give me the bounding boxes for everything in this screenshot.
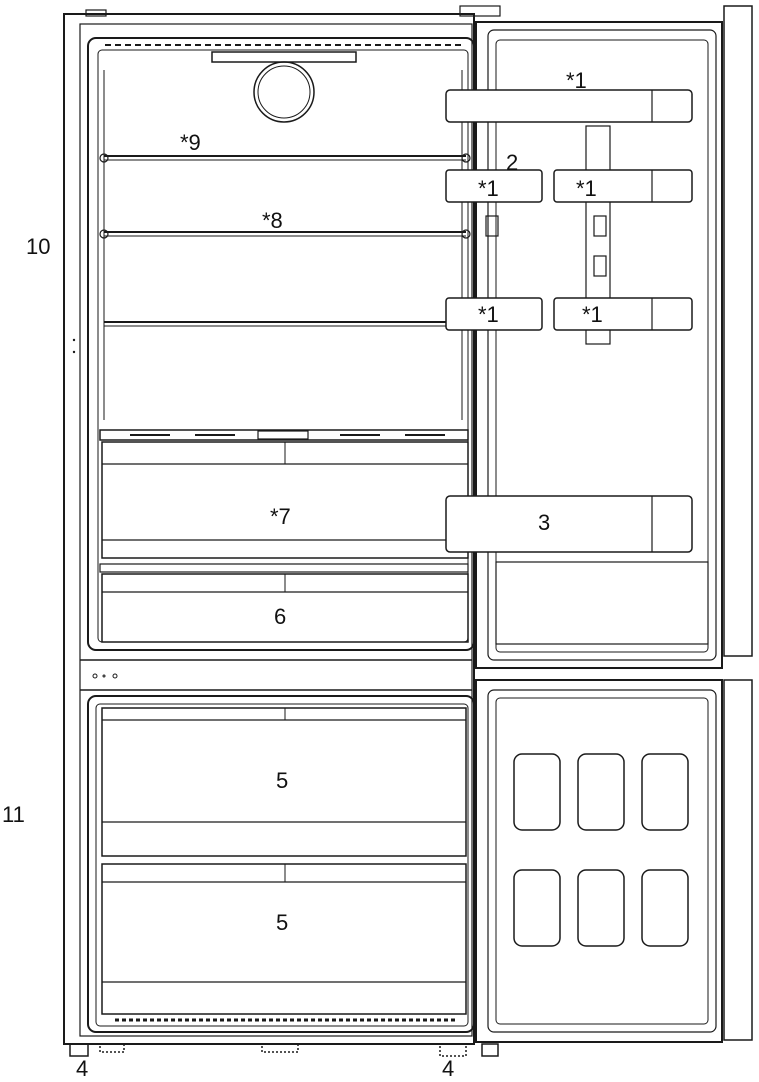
- ice-pocket: [577, 869, 625, 947]
- door-shelf-mid-right: [553, 169, 693, 203]
- label-door-shelf-mid-right: *1: [576, 176, 597, 201]
- freezer-drawer-upper: [101, 707, 467, 857]
- label-door-shelf-low-left: *1: [478, 302, 499, 327]
- label-freezer-drawer-lower: 5: [276, 910, 288, 935]
- door-shelf-low-left: [445, 297, 543, 331]
- glass-shelf-low: [104, 321, 466, 327]
- ice-pocket: [577, 753, 625, 831]
- ice-pocket-grid: [513, 753, 689, 947]
- door-clip: [593, 255, 607, 277]
- label-crisper-drawer: 6: [274, 604, 286, 629]
- door-shelf-low-right: [553, 297, 693, 331]
- label-fridge-compartment: 10: [26, 234, 50, 259]
- label-egg-tray: 2: [506, 150, 518, 175]
- ice-pocket: [513, 869, 561, 947]
- ice-pocket: [641, 869, 689, 947]
- fridge-compartment: [87, 37, 475, 651]
- bottle-shelf: [445, 495, 693, 553]
- freezer-compartment: [87, 695, 475, 1033]
- fridge-door-panel: [475, 21, 723, 669]
- cabinet-outline: [63, 13, 475, 1045]
- feet: [69, 1043, 499, 1057]
- door-top-hinge: [459, 5, 501, 17]
- label-door-shelf-low-right: *1: [582, 302, 603, 327]
- cabinet-body: [63, 9, 475, 1045]
- ice-pocket: [513, 753, 561, 831]
- freezer-drawer-lower: [101, 863, 467, 1015]
- label-freezer-compartment: 11: [2, 802, 25, 827]
- freezer-liner-outer: [87, 695, 475, 1033]
- label-foot-right: 4: [442, 1056, 454, 1081]
- freezer-door-panel: [475, 679, 723, 1043]
- side-dot: [72, 350, 76, 354]
- label-glass-shelf-mid: *8: [262, 208, 283, 233]
- label-freezer-drawer-upper: 5: [276, 768, 288, 793]
- label-glass-shelf-top: *9: [180, 130, 201, 155]
- label-vegetable-drawer: *7: [270, 504, 291, 529]
- side-dot: [72, 338, 76, 342]
- crisper-drawer: [99, 563, 469, 643]
- control-dot: [102, 674, 106, 678]
- foot-right-icon: [439, 1043, 467, 1057]
- divider-rack: [585, 125, 611, 345]
- fridge-door: [445, 5, 753, 669]
- glass-shelf-top: [99, 153, 471, 163]
- door-clip: [593, 215, 607, 237]
- top-hinge: [85, 9, 107, 17]
- label-door-shelf-mid-left: *1: [478, 176, 499, 201]
- control-dot: [92, 673, 98, 679]
- freezer-door: [475, 679, 753, 1043]
- fan-cover-inner: [257, 65, 311, 119]
- fridge-door-edge: [723, 5, 753, 657]
- fridge-liner-outer: [87, 37, 475, 651]
- control-dot: [112, 673, 118, 679]
- callout-labels: *1 *9 2 *1 *1 *8 10 *1 *1 *7 3 6 5 11 5 …: [2, 68, 603, 1081]
- freezer-door-edge: [723, 679, 753, 1041]
- door-shelf-mid-left: [445, 169, 543, 203]
- label-bottle-shelf: 3: [538, 510, 550, 535]
- ice-pocket: [641, 753, 689, 831]
- freezer-liner-inner: [95, 703, 469, 1027]
- label-foot-left: 4: [76, 1056, 88, 1081]
- label-door-shelf-top: *1: [566, 68, 587, 93]
- fan-cover: [253, 61, 315, 123]
- door-shelf-top: [445, 89, 693, 123]
- glass-shelf-mid: [99, 229, 471, 239]
- door-clip: [485, 215, 499, 237]
- foot-left-icon: [69, 1043, 89, 1057]
- drawer-cover-shelf: [99, 429, 469, 441]
- door-lower-bin: [495, 561, 709, 645]
